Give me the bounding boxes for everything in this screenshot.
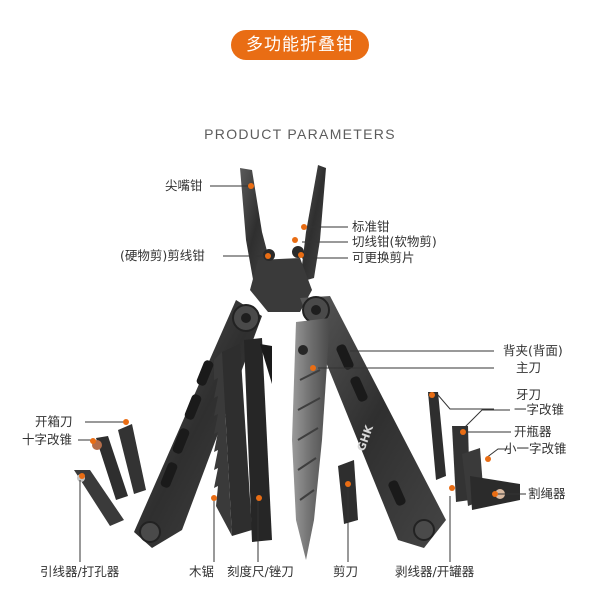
label-rope-cutter: 割绳器 [528,486,566,501]
label-ruler-file: 刻度尺/锉刀 [227,564,294,579]
label-saw-tooth-knife: 牙刀 [516,387,542,402]
label-cross-screwdriver: 十字改锥 [22,432,73,447]
label-box-opener: 开箱刀 [35,414,73,429]
marker-dots [79,183,498,501]
label-wire-stripper-can-opener: 剥线器/开罐器 [395,564,475,579]
label-back-clip: 背夹(背面) [503,343,563,358]
leader-lines [78,185,526,562]
label-replaceable-blade: 可更换剪片 [352,250,415,265]
label-small-flat-screwdriver: 小一字改锥 [504,441,567,456]
label-wood-saw: 木锯 [189,564,215,579]
label-wire-guide-punch: 引线器/打孔器 [40,564,120,579]
label-soft-wire-cutter: 切线钳(软物剪) [352,234,437,249]
label-standard-pliers: 标准钳 [352,219,390,234]
label-flat-screwdriver: 一字改锥 [514,402,565,417]
label-needle-nose: 尖嘴钳 [165,178,203,193]
title-badge: 多功能折叠钳 [231,30,369,60]
right-handle [300,296,446,548]
label-scissors: 剪刀 [333,564,359,579]
label-main-knife: 主刀 [516,360,542,375]
label-bottle-opener: 开瓶器 [514,424,552,439]
section-subtitle: PRODUCT PARAMETERS [204,126,396,142]
left-fanned-tools [74,424,146,526]
left-tools [214,338,272,542]
label-hard-wire-cutter: (硬物剪)剪线钳 [120,248,205,263]
